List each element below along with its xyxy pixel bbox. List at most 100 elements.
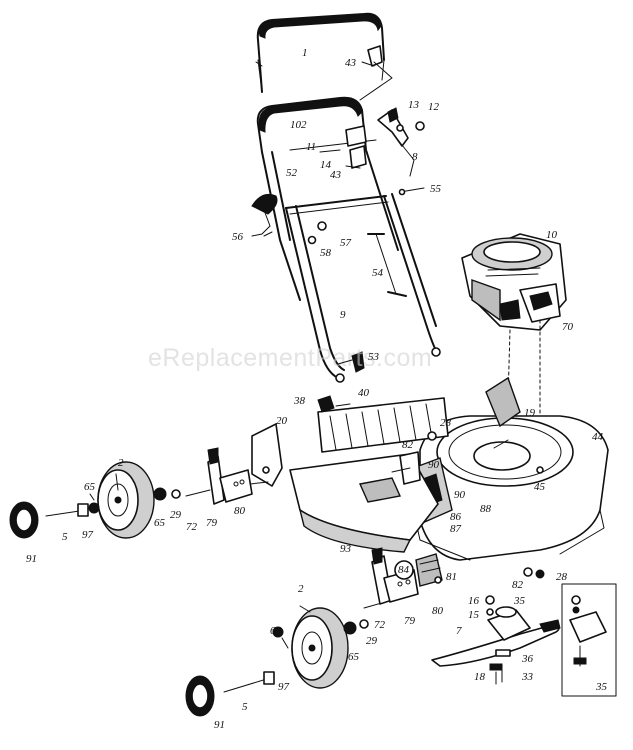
callout-28-top: 28	[440, 417, 452, 429]
callout-81: 81	[446, 571, 457, 583]
callout-86: 86	[450, 511, 462, 523]
callout-93: 93	[340, 543, 352, 555]
callout-52: 52	[286, 167, 298, 179]
nut-28-lower	[535, 569, 545, 579]
callout-91-upper: 91	[26, 553, 37, 565]
callout-35-main: 35	[513, 595, 526, 607]
callout-44: 44	[592, 431, 604, 443]
callout-84: 84	[398, 564, 410, 576]
callout-80-upper: 80	[234, 505, 246, 517]
callout-10: 10	[546, 229, 558, 241]
callout-79-lower: 79	[404, 615, 416, 627]
nut-82-lower	[523, 567, 533, 577]
washer-57	[317, 221, 327, 231]
cable-guide	[345, 125, 367, 169]
callout-19: 19	[524, 407, 536, 419]
adjuster-link-upper	[249, 481, 269, 485]
callout-54: 54	[372, 267, 384, 279]
callout-53: 53	[368, 351, 380, 363]
callout-58: 58	[320, 247, 332, 259]
callout-90-top: 90	[428, 459, 440, 471]
adapter-inset	[561, 583, 617, 697]
callout-72-lower: 72	[374, 619, 386, 631]
callout-43-upper: 43	[345, 57, 357, 69]
height-adjuster-upper	[207, 447, 253, 505]
rod-54	[367, 233, 407, 297]
callout-43-lower: 43	[330, 169, 342, 181]
blade	[431, 619, 561, 667]
callout-56: 56	[232, 231, 244, 243]
washer-65-lower-a	[272, 626, 284, 638]
callout-20: 20	[276, 415, 288, 427]
callout-13: 13	[408, 99, 420, 111]
callout-65-lower-a: 65	[270, 625, 282, 637]
engine	[461, 233, 567, 331]
callout-65-upper-a: 65	[84, 481, 96, 493]
bolt-11	[319, 149, 341, 153]
washer-58	[307, 235, 317, 245]
upper-handle	[255, 12, 385, 93]
callout-79-upper: 79	[206, 517, 218, 529]
engine-bolt-line	[507, 329, 511, 401]
washer-65-lower-b	[343, 621, 357, 635]
callout-91-lower: 91	[214, 719, 225, 731]
clip-38	[317, 395, 335, 413]
washer-36	[495, 649, 511, 657]
wheel-upper-left	[97, 461, 155, 539]
axle-bolt-5-lower	[223, 677, 271, 693]
callout-1: 1	[302, 47, 308, 59]
leader-lines	[89, 61, 509, 649]
callout-40: 40	[358, 387, 370, 399]
control-lever	[377, 107, 415, 177]
discharge-chute	[289, 453, 439, 553]
washer-65-upper-b	[153, 487, 167, 501]
callout-90-mid: 90	[454, 489, 466, 501]
callout-97-upper: 97	[82, 529, 94, 541]
nut-45	[536, 466, 544, 474]
nut-28-top	[427, 431, 437, 441]
callout-2-lower: 2	[298, 583, 304, 595]
callout-72-upper: 72	[186, 521, 198, 533]
callout-38: 38	[293, 395, 306, 407]
callout-5-lower: 5	[242, 701, 248, 713]
callout-7: 7	[456, 625, 462, 637]
watermark: eReplacementParts.com	[148, 344, 432, 372]
washer-16	[485, 595, 495, 605]
hubcap-91-lower	[185, 675, 215, 717]
callout-82-lower: 82	[512, 579, 524, 591]
callout-102: 102	[290, 119, 307, 131]
callout-87: 87	[450, 523, 462, 535]
callout-80-lower: 80	[432, 605, 444, 617]
callout-15: 15	[468, 609, 480, 621]
wheel-lower-left	[291, 607, 349, 689]
nut-29-lower	[359, 619, 369, 629]
spacer-97-upper	[77, 503, 89, 517]
callout-35-inset: 35	[595, 681, 608, 693]
callout-97-lower: 97	[278, 681, 290, 693]
callout-8: 8	[412, 151, 418, 163]
rear-flap	[317, 395, 449, 453]
middle-handle	[256, 96, 399, 301]
bolt-72-upper	[185, 489, 211, 497]
deflector-84	[394, 553, 443, 587]
callout-70: 70	[562, 321, 574, 333]
callout-57: 57	[340, 237, 352, 249]
callout-28-lower: 28	[556, 571, 568, 583]
callout-65-lower-b: 65	[348, 651, 360, 663]
callout-14: 14	[320, 159, 332, 171]
callout-65-upper-b: 65	[154, 517, 166, 529]
washer-65-upper-a	[88, 502, 100, 514]
handle-knob	[251, 193, 278, 237]
washer-15	[486, 608, 494, 616]
blade-adapter-35	[487, 606, 531, 641]
callout-2-upper: 2	[118, 457, 124, 469]
callout-12: 12	[428, 101, 440, 113]
callout-36: 36	[521, 653, 534, 665]
nut-81	[434, 576, 442, 584]
callout-5-upper: 5	[62, 531, 68, 543]
callout-labels: 1 43 102 13 12 11 8 14 43 52 55 56 57 58…	[26, 47, 608, 731]
callout-88: 88	[480, 503, 492, 515]
callout-11: 11	[306, 141, 316, 153]
callout-55: 55	[430, 183, 442, 195]
